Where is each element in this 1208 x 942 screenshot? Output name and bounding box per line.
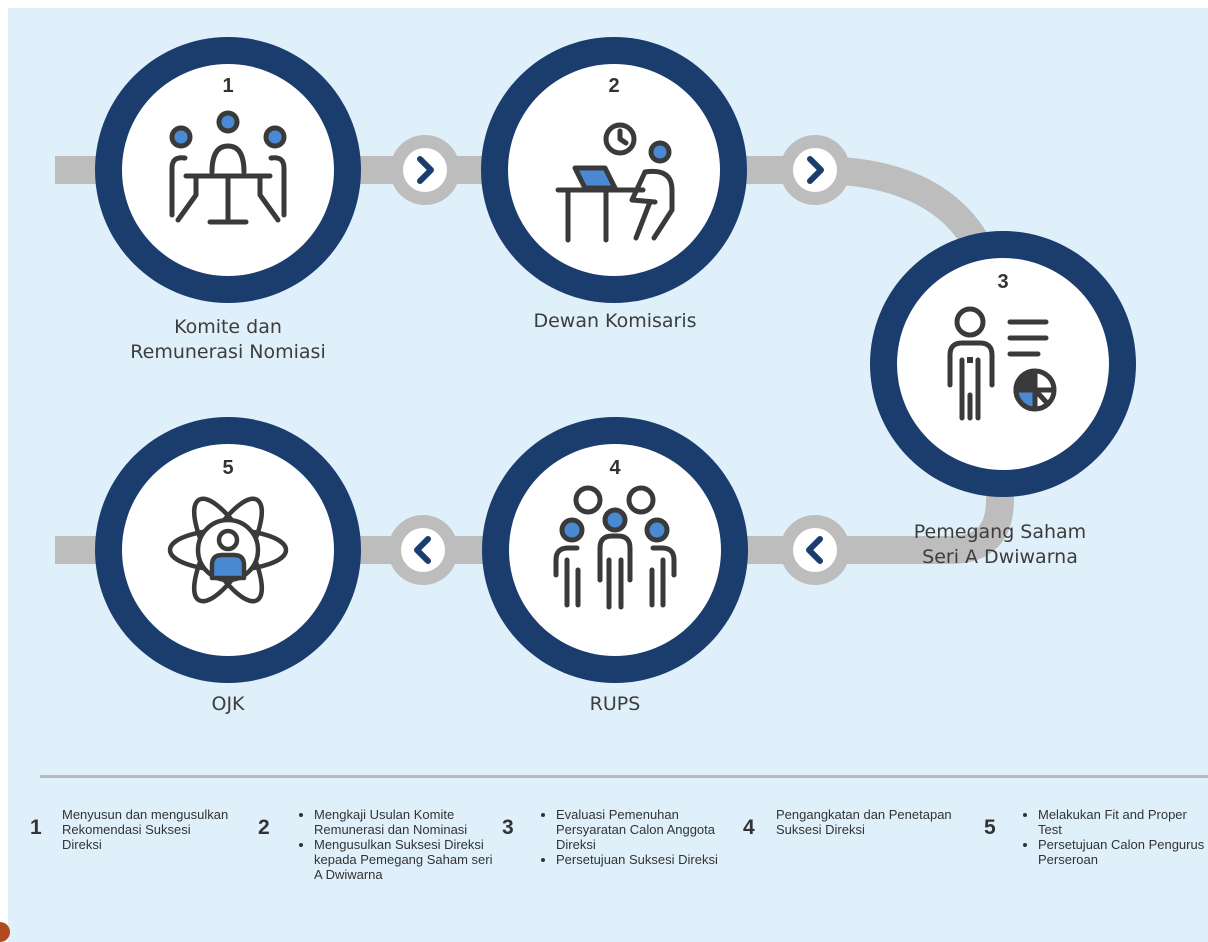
connector-3[interactable] xyxy=(780,515,850,585)
step-4-node xyxy=(482,417,748,683)
legend-1-number: 1 xyxy=(30,816,42,839)
legend-4-text: Pengangkatan dan Penetapan Suksesi Direk… xyxy=(776,807,952,837)
step-4-label: RUPS xyxy=(589,693,641,715)
step-5-number: 5 xyxy=(222,457,234,479)
step-4-number: 4 xyxy=(609,457,621,479)
legend-5-number: 5 xyxy=(984,816,996,839)
step-2-label: Dewan Komisaris xyxy=(533,310,697,332)
connector-4[interactable] xyxy=(388,515,458,585)
chevron-right-icon xyxy=(807,156,824,184)
legend-5-bullet-2: Persetujuan Calon Pengurus Perseroan xyxy=(1038,837,1208,867)
legend-3-number: 3 xyxy=(502,816,514,839)
legend-2-bullet-1: Mengkaji Usulan Komite Remunerasi dan No… xyxy=(314,807,494,837)
step-5-label: OJK xyxy=(211,693,245,715)
legend-5-bullet-1: Melakukan Fit and Proper Test xyxy=(1038,807,1208,837)
step-3-label: Pemegang Saham Seri A Dwiwarna xyxy=(913,521,1087,568)
corner-decoration xyxy=(0,922,10,942)
legend-2-number: 2 xyxy=(258,816,270,839)
step-1-number: 1 xyxy=(222,75,234,97)
legend-3-list: Evaluasi Pemenuhan Persyaratan Calon Ang… xyxy=(540,807,726,867)
step-2-node xyxy=(481,37,747,303)
chevron-left-icon xyxy=(806,536,823,564)
legend-3-bullet-1: Evaluasi Pemenuhan Persyaratan Calon Ang… xyxy=(556,807,726,852)
step-1-label: Komite dan Remunerasi Nomiasi xyxy=(130,316,326,363)
legend-2-list: Mengkaji Usulan Komite Remunerasi dan No… xyxy=(298,807,494,882)
person-atom-orbit-icon xyxy=(167,496,289,604)
step-2-number: 2 xyxy=(608,75,620,97)
legend-2-bullet-2: Mengusulkan Suksesi Direksi kepada Pemeg… xyxy=(314,837,494,882)
connector-1[interactable] xyxy=(390,135,460,205)
legend-5-list: Melakukan Fit and Proper Test Persetujua… xyxy=(1022,807,1208,867)
step-5-node xyxy=(95,417,361,683)
person-report-pie-chart-icon xyxy=(947,306,1057,421)
connector-2[interactable] xyxy=(780,135,850,205)
step-3-node xyxy=(870,231,1136,497)
chevron-left-icon xyxy=(414,536,431,564)
group-of-people-icon xyxy=(553,485,677,610)
legend-1-text: Menyusun dan mengusulkan Rekomendasi Suk… xyxy=(62,807,229,852)
person-at-laptop-clock-icon xyxy=(555,122,675,243)
meeting-people-icon xyxy=(169,110,287,225)
divider xyxy=(40,775,1208,778)
legend-3-bullet-2: Persetujuan Suksesi Direksi xyxy=(556,852,726,867)
chevron-right-icon xyxy=(417,156,434,184)
legend-4-number: 4 xyxy=(743,816,755,839)
step-3-number: 3 xyxy=(997,271,1009,293)
step-1-node xyxy=(95,37,361,303)
